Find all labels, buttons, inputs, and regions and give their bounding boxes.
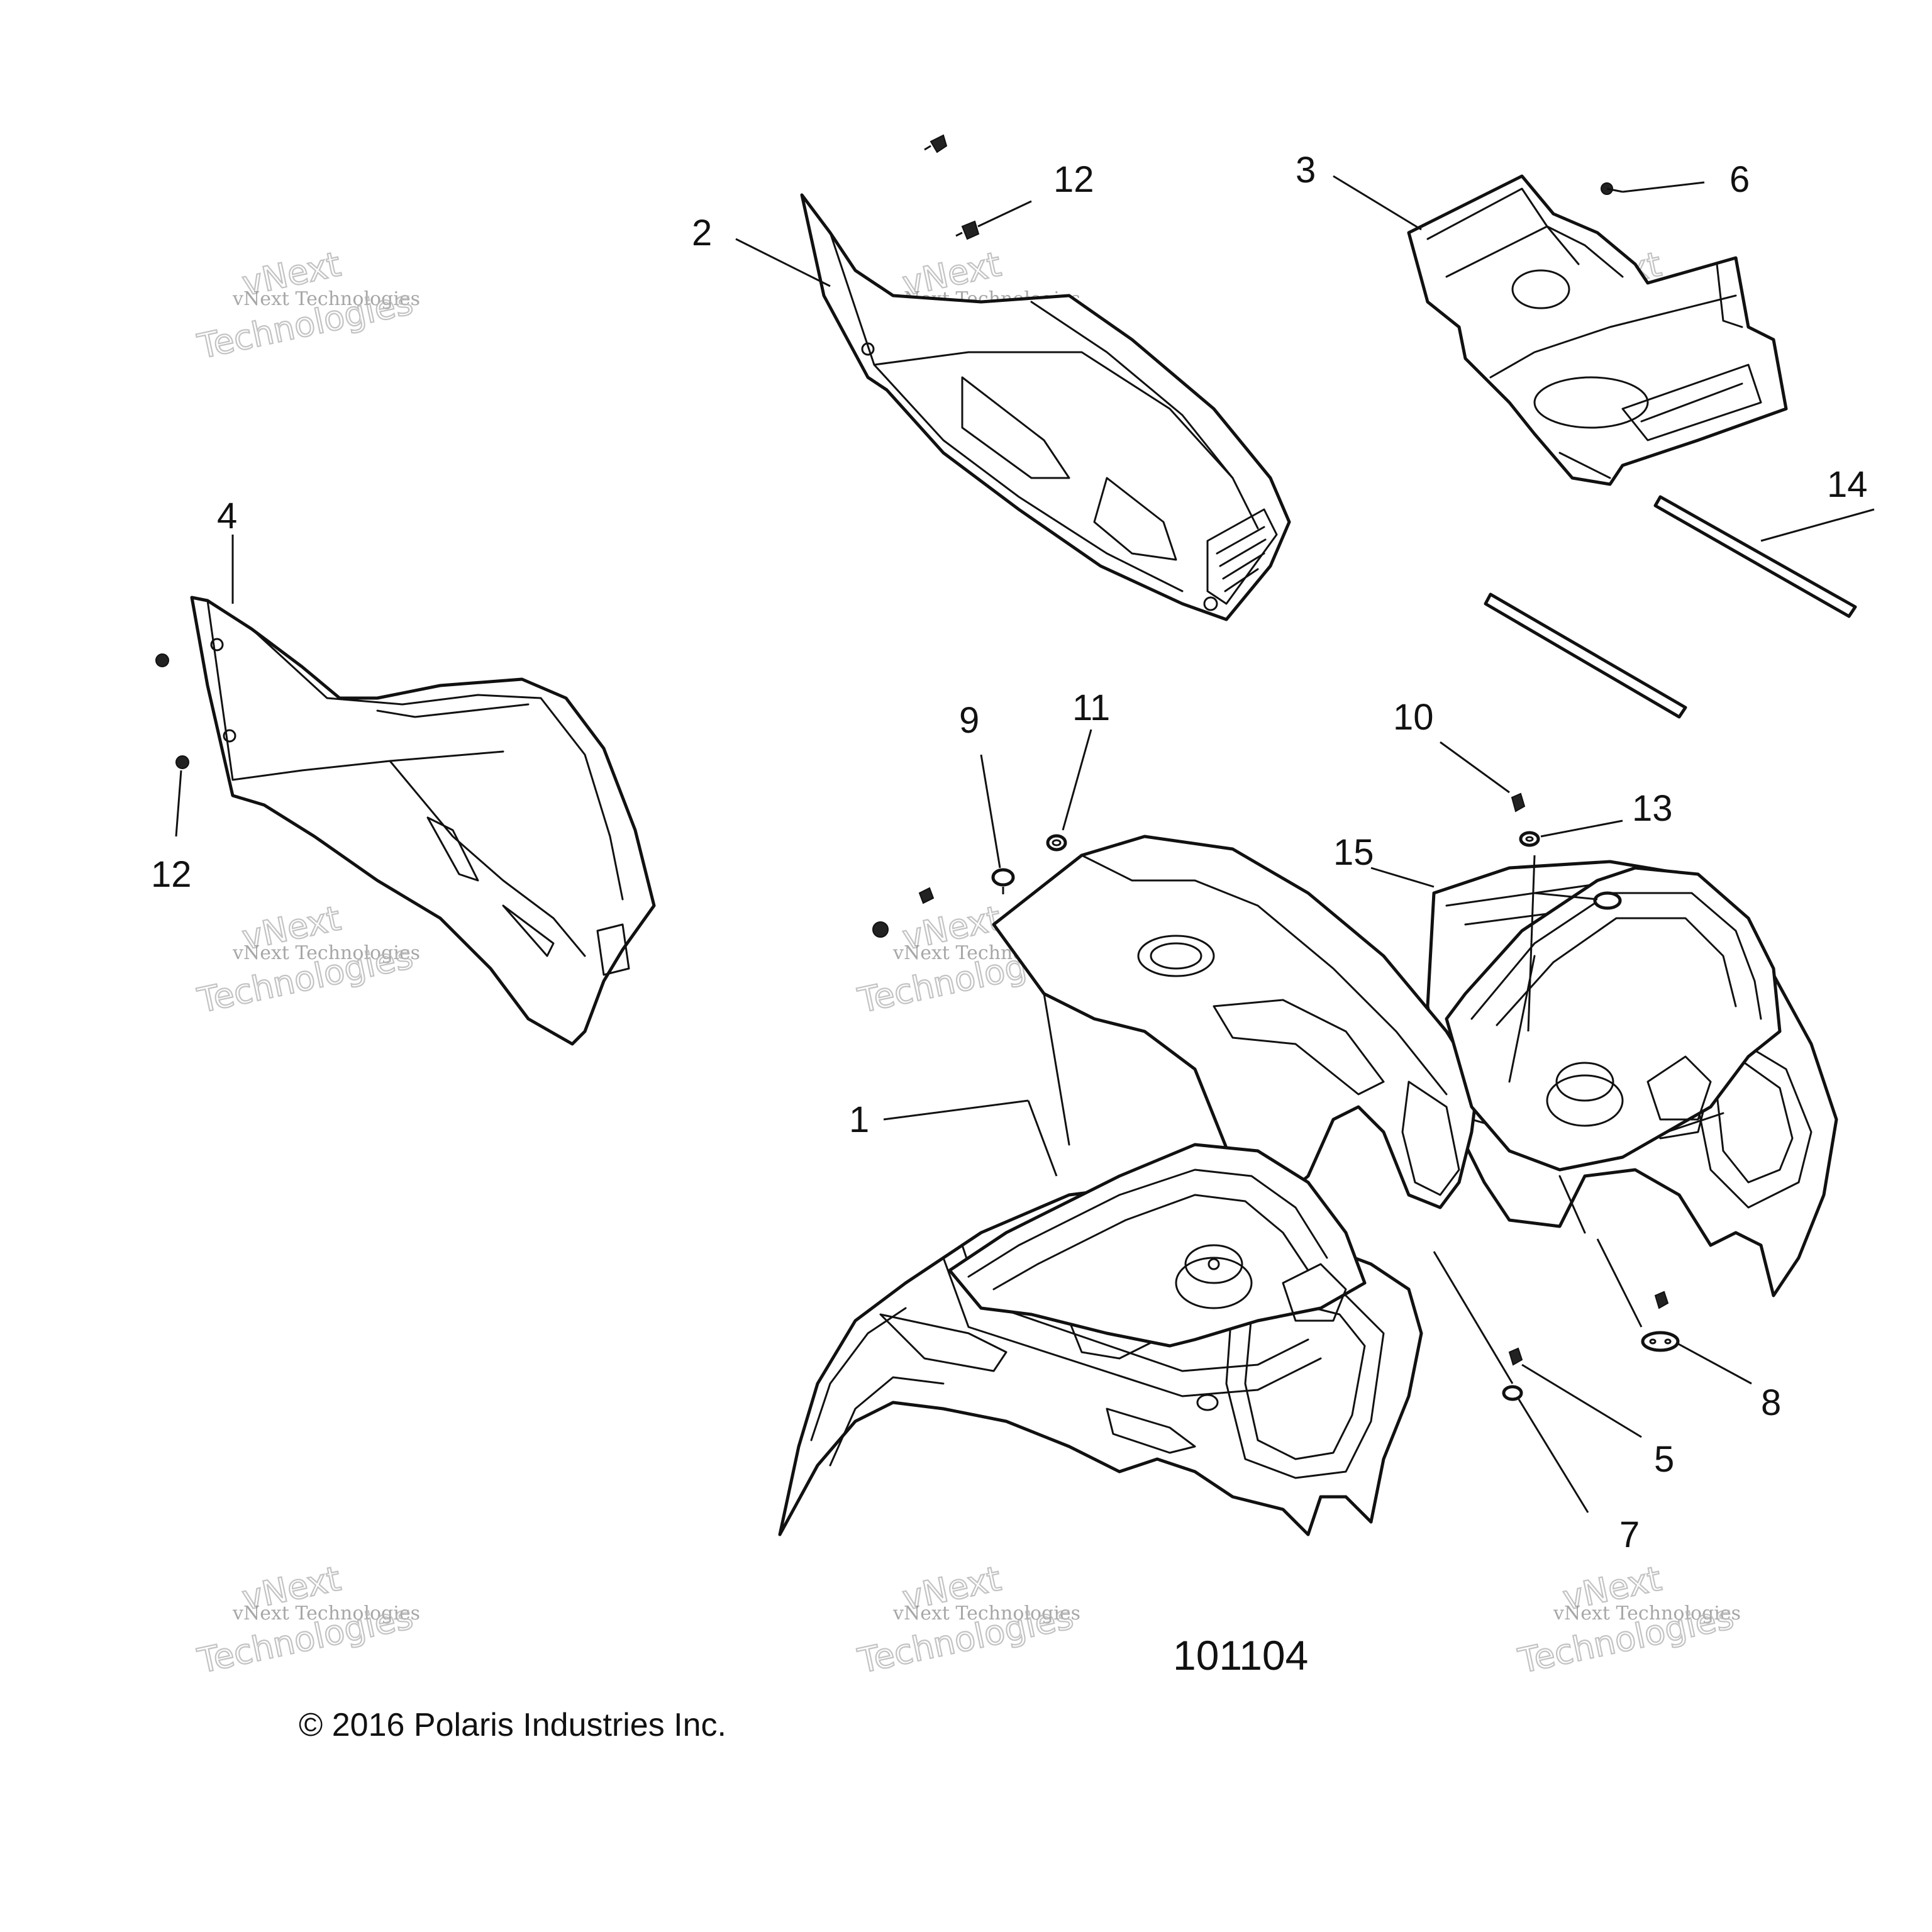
watermark: vNext vNext Technologies Technologies [194,243,420,367]
leader-11 [1062,729,1092,831]
leader-1b [1027,1100,1058,1177]
leader-bucket [1433,1251,1514,1384]
callout-10: 10 [1393,697,1434,738]
leader-14 [1760,508,1875,542]
part-4-side-panel [190,596,656,1046]
callout-14: 14 [1827,464,1868,505]
part-1-front-fender [778,835,1838,1536]
callout-15: 15 [1333,832,1374,873]
part-11-nut [1046,834,1067,852]
part-12-push-rivet [955,220,980,240]
leader-1 [883,1099,1029,1121]
part-15-plug [1593,891,1622,910]
callout-2: 2 [692,213,712,253]
leader-fender [1596,1238,1643,1328]
copyright-notice: © 2016 Polaris Industries Inc. [299,1707,726,1743]
leader-8 [1675,1341,1752,1385]
callout-11: 11 [1072,687,1110,728]
leader-2 [735,238,831,287]
part-5-screw [1508,1347,1523,1366]
watermark-text: vNext Technologies [232,942,420,964]
leader-lines [175,175,1875,1513]
callout-12: 12 [151,854,192,895]
callout-4: 4 [217,496,237,536]
leader-12a [977,200,1032,228]
leader-3 [1333,175,1422,231]
leader-12b [175,770,182,837]
callout-7: 7 [1619,1514,1640,1555]
callout-8: 8 [1761,1382,1781,1423]
leader-15b [1370,867,1435,888]
part-11-nut [872,921,889,938]
hardware [155,134,1680,1401]
watermark: vNext vNext Technologies Technologies [194,897,420,1021]
leader-5 [1521,1363,1642,1438]
part-9-screw [918,887,935,904]
watermark-text: vNext Technologies [1553,1602,1741,1624]
part-12-push-rivet [175,755,189,769]
part-7-washer [1502,1385,1523,1401]
callout-13: 13 [1632,788,1673,829]
part-6-screw [1601,182,1623,195]
leader-7 [1518,1399,1589,1513]
part-9-screw [991,868,1015,894]
callout-9: 9 [959,700,979,741]
part-12-push-rivet [924,134,948,153]
part-8-grommet [1641,1331,1680,1352]
callout-5: 5 [1654,1439,1674,1480]
part-3-rear-deck [1407,174,1788,486]
watermark-text: vNext Technologies [232,288,420,310]
leader-9 [980,754,1001,869]
watermark: vNext vNext Technologies Technologies [854,1558,1080,1682]
callouts: 1 2 3 4 5 6 7 8 9 10 11 12 12 13 14 15 [151,150,1868,1555]
callout-6: 6 [1729,159,1750,200]
leader-13 [1540,819,1623,838]
part-2-cover-panel [800,193,1291,621]
watermark: vNext vNext Technologies Technologies [1514,1558,1741,1682]
callout-3: 3 [1296,150,1316,191]
watermark-text: vNext Technologies [892,1602,1080,1624]
part-12-push-rivet [155,653,169,667]
callout-12: 12 [1053,159,1094,200]
part-13-washer [1519,831,1540,847]
watermark-text: vNext Technologies [232,1602,420,1624]
leader-10 [1440,741,1510,794]
figure-id: 101104 [1173,1632,1308,1679]
leader-13b [1527,855,1536,1032]
part-14-rods [1484,495,1857,719]
part-10-screw [1511,792,1526,813]
leader-6 [1622,181,1705,193]
watermark: vNext vNext Technologies Technologies [194,1558,420,1682]
part-5-screw [1654,1291,1669,1309]
callout-1: 1 [849,1099,869,1140]
leader-15 [1534,892,1598,901]
